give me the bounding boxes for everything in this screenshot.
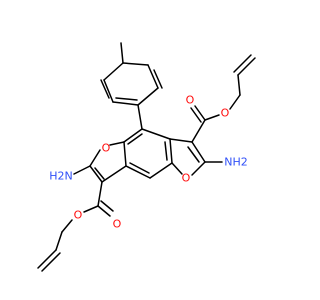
aromatic-inner-bond: [164, 141, 168, 161]
amine-bond: [73, 165, 91, 175]
vinyl-bond: [237, 57, 256, 76]
allyl-bond: [237, 74, 241, 96]
aromatic-bond: [137, 87, 159, 106]
aromatic-bond: [103, 79, 114, 103]
lower-allyl-ester: [37, 181, 114, 272]
amine-nitrogen-label: H2N: [49, 170, 73, 183]
allyl-bond: [229, 94, 241, 110]
ester-carbonyl-oxygen-label: O: [186, 94, 195, 107]
vinyl-bond: [37, 249, 57, 269]
furan-bond: [89, 149, 101, 167]
furan-inner-bond: [94, 167, 105, 180]
aromatic-inner-bond: [115, 97, 138, 101]
carbonyl-bond: [194, 105, 206, 121]
aromatic-bond: [141, 128, 171, 140]
ester-bond: [83, 205, 99, 213]
aromatic-bond: [123, 141, 127, 167]
carbonyl-bond: [100, 200, 114, 212]
aromatic-bond: [123, 128, 143, 143]
furan-oxygen-label: O: [182, 172, 191, 185]
aromatic-bond: [122, 62, 149, 66]
ester-bond: [204, 114, 220, 121]
furan-bond: [101, 165, 127, 183]
allyl-bond: [55, 231, 63, 251]
furan-bond: [171, 162, 183, 175]
ester-carbonyl-oxygen-label: O: [113, 218, 122, 231]
ester-ether-oxygen-label: O: [74, 209, 83, 222]
ester-ether-oxygen-label: O: [221, 107, 230, 120]
furan-inner-bond: [187, 146, 200, 163]
ester-bond: [97, 181, 103, 207]
vinyl-bond: [41, 252, 61, 272]
central-benzene-ring: [123, 128, 173, 179]
furan-bond: [89, 165, 103, 183]
furan-bond: [109, 141, 125, 146]
aromatic-bond: [149, 162, 173, 179]
carbonyl-bond: [190, 107, 202, 123]
aromatic-bond: [125, 165, 151, 179]
right-furan-ring: [169, 138, 223, 176]
tolyl-group: [100, 42, 163, 130]
upper-allyl-ester: [190, 54, 256, 143]
aryl-bond: [137, 104, 143, 130]
aromatic-inner-bond: [127, 133, 143, 145]
molecule-canvas: O O O O H2N NH2 O O: [37, 42, 256, 272]
aromatic-inner-bond: [153, 69, 163, 89]
aromatic-bond: [147, 64, 159, 89]
vinyl-bond: [233, 54, 252, 73]
methyl-bond: [120, 42, 124, 64]
aromatic-bond: [103, 62, 124, 81]
allyl-bond: [61, 219, 73, 233]
aromatic-bond: [112, 101, 139, 106]
furan-oxygen-label: O: [102, 142, 111, 155]
carbonyl-bond: [97, 205, 111, 217]
aromatic-inner-bond: [129, 162, 150, 174]
left-furan-ring: [73, 141, 127, 183]
atom-labels: O O O O H2N NH2 O O: [49, 94, 248, 231]
molecule-structure: O O O O H2N NH2 O O: [37, 42, 256, 272]
ester-bond: [191, 119, 206, 143]
furan-bond: [191, 141, 206, 163]
aromatic-bond: [169, 138, 173, 164]
furan-bond: [169, 138, 193, 143]
amine-nitrogen-label: NH2: [224, 156, 248, 169]
aromatic-inner-bond: [100, 79, 110, 99]
furan-bond: [191, 161, 206, 176]
